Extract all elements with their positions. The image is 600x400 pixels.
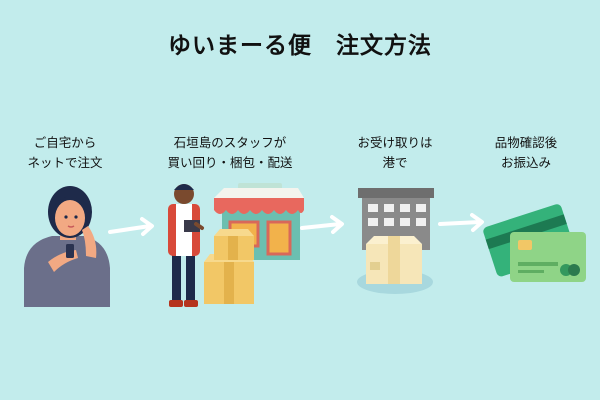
- step-4-line-2: お振込み: [500, 155, 551, 170]
- arrow-right-icon: [108, 217, 154, 236]
- credit-card-icon: [483, 204, 586, 282]
- step-1-caption: ご自宅から ネットで注文: [0, 133, 135, 173]
- step-4-caption: 品物確認後 お振込み: [456, 133, 596, 173]
- arrow-right-icon: [300, 215, 344, 234]
- arrow-right-icon: [438, 213, 484, 232]
- step-1-line-2: ネットで注文: [27, 155, 103, 170]
- step-2-line-1: 石垣島のスタッフが: [173, 135, 287, 150]
- step-2-caption: 石垣島のスタッフが 買い回り・梱包・配送: [160, 133, 300, 173]
- step-4-line-1: 品物確認後: [494, 135, 558, 150]
- step-1-line-1: ご自宅から: [33, 135, 97, 150]
- step-3-line-2: 港で: [382, 155, 408, 170]
- step-2-line-2: 買い回り・梱包・配送: [167, 155, 293, 170]
- page-title: ゆいまーる便 注文方法: [168, 33, 432, 59]
- staff-person-icon: [168, 184, 204, 307]
- woman-with-phone-icon: [24, 186, 110, 307]
- step-3-line-1: お受け取りは: [357, 135, 433, 150]
- package-box-icon: [366, 236, 422, 284]
- step-3-caption: お受け取りは 港で: [325, 133, 465, 173]
- cardboard-boxes-icon: [204, 229, 254, 304]
